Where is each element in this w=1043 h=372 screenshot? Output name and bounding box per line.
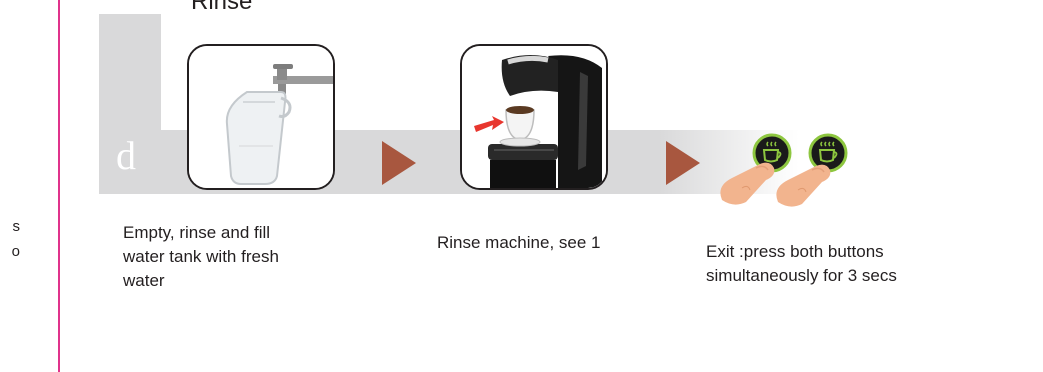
- step-letter: d: [116, 136, 136, 176]
- section-title: Rinse: [191, 0, 252, 14]
- coffee-machine-cup-icon: [462, 46, 608, 190]
- caption-line: simultaneously for 3 secs: [706, 264, 897, 288]
- step-2-caption: Rinse machine, see 1: [437, 231, 600, 255]
- water-tank-photo: [187, 44, 335, 190]
- margin-fragment: s: [0, 218, 20, 235]
- caption-line: water tank with fresh: [123, 245, 279, 269]
- next-arrow-icon: [382, 141, 416, 185]
- caption-line: Exit :press both buttons: [706, 240, 897, 264]
- caption-line: Empty, rinse and fill: [123, 221, 279, 245]
- margin-fragment: o: [0, 243, 20, 260]
- step-1-caption: Empty, rinse and fill water tank with fr…: [123, 221, 279, 293]
- caption-line: water: [123, 269, 279, 293]
- step-3-caption: Exit :press both buttons simultaneously …: [706, 240, 897, 288]
- coffee-machine-photo: [460, 44, 608, 190]
- next-arrow-icon: [666, 141, 700, 185]
- caption-line: Rinse machine, see 1: [437, 231, 600, 255]
- column-divider-rule: [58, 0, 60, 372]
- water-tank-tap-icon: [189, 46, 335, 190]
- press-buttons-illustration: [712, 128, 852, 213]
- fingers-pressing-two-buttons-icon: [712, 128, 852, 208]
